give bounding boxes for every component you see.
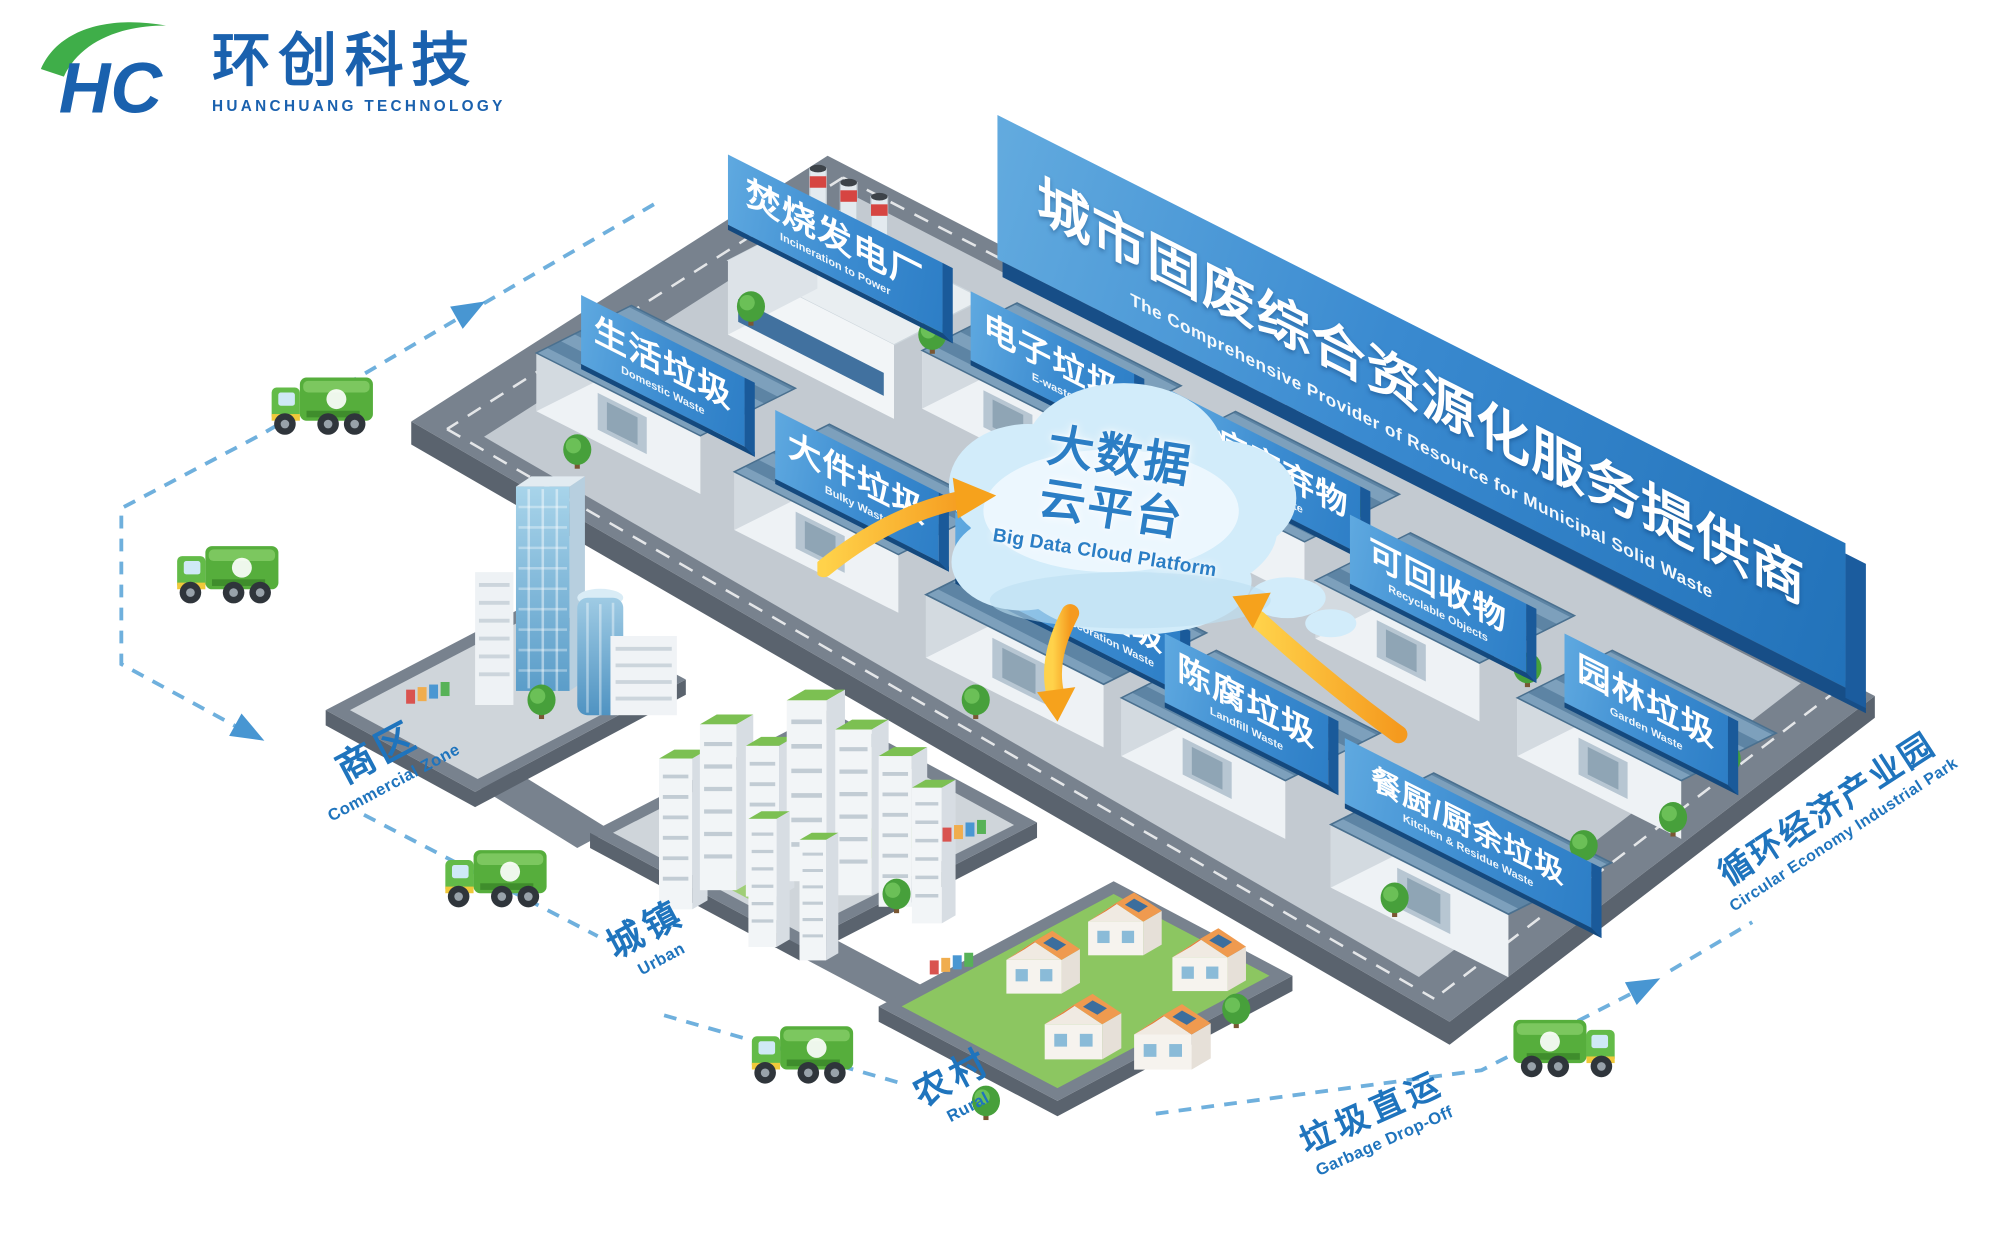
garbage-truck [751,1026,854,1084]
company-name-en: HUANCHUANG TECHNOLOGY [212,97,506,115]
garbage-truck [271,377,373,435]
company-logo: HC 环创科技 HUANCHUANG TECHNOLOGY [33,15,505,130]
data-flow-arrows [817,477,1408,744]
company-name-zh: 环创科技 [212,26,478,94]
commercial-buildings [475,476,677,716]
big-data-cloud [817,383,1408,744]
commercial-zone [325,476,686,849]
route-arrow-to-platform [450,290,492,329]
garbage-truck [177,546,279,604]
rural-zone [878,881,1293,1117]
route-arrow-to-commercial [229,713,271,752]
hc-logo-letters: HC [59,48,164,128]
cloud-highlight [983,449,1239,573]
route-arrow-to-park [1624,966,1667,1005]
hc-logo-mark: HC [40,22,167,128]
urban-zone [590,690,1038,1012]
garbage-truck [1513,1019,1615,1078]
garbage-truck [445,850,547,908]
road-markings [446,176,1839,1000]
